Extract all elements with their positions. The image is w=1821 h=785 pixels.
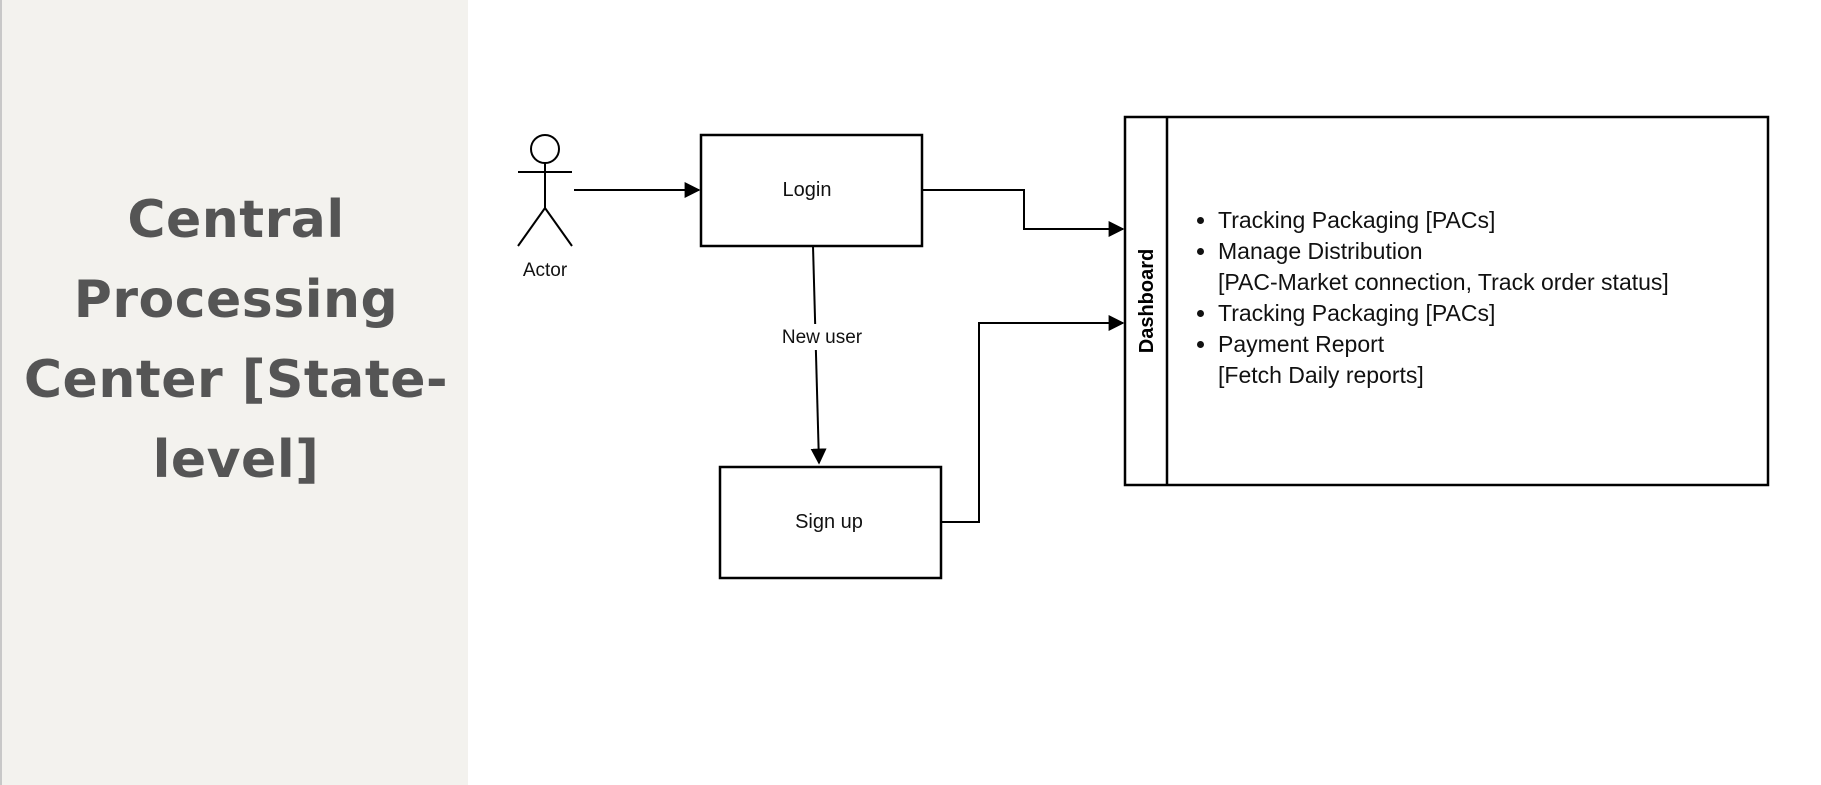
- dashboard-item-list: Tracking Packaging [PACs] Manage Distrib…: [1190, 205, 1669, 391]
- title-panel: Central Processing Center [State-level]: [0, 0, 468, 785]
- dashboard-item-text: Tracking Packaging [PACs]: [1218, 300, 1496, 326]
- edge-signup-to-dashboard: [941, 315, 1125, 523]
- dashboard-label: Dashboard: [1136, 249, 1158, 353]
- actor-head: [530, 134, 560, 164]
- edge-label-bg: [772, 324, 872, 350]
- dashboard-item: Tracking Packaging [PACs]: [1218, 298, 1669, 329]
- actor-label: Actor: [523, 260, 568, 281]
- login-label: Login: [783, 179, 832, 201]
- actor-figure: [517, 134, 573, 247]
- signup-box: [718, 465, 943, 580]
- dashboard-item-subtext: [Fetch Daily reports]: [1218, 362, 1424, 388]
- actor-right-leg: [544, 207, 573, 247]
- actor-left-leg: [517, 207, 546, 247]
- slide-title: Central Processing Center [State-level]: [23, 190, 449, 490]
- dashboard-item-text: Payment Report: [1218, 331, 1385, 357]
- dashboard-box: [1123, 115, 1770, 487]
- dashboard-item-text: Tracking Packaging [PACs]: [1218, 207, 1496, 233]
- dashboard-item-text: Manage Distribution: [1218, 238, 1423, 264]
- dashboard-item: Payment Report [Fetch Daily reports]: [1218, 329, 1669, 391]
- edge-login-to-signup: [810, 245, 827, 465]
- edge-label-new-user: New user: [782, 327, 863, 348]
- dashboard-item: Tracking Packaging [PACs]: [1218, 205, 1669, 236]
- signup-label: Sign up: [795, 511, 863, 533]
- dashboard-item-subtext: [PAC-Market connection, Track order stat…: [1218, 269, 1669, 295]
- login-box: [699, 133, 924, 248]
- dashboard-item: Manage Distribution [PAC-Market connecti…: [1218, 236, 1669, 298]
- edge-login-to-dashboard: [922, 189, 1125, 237]
